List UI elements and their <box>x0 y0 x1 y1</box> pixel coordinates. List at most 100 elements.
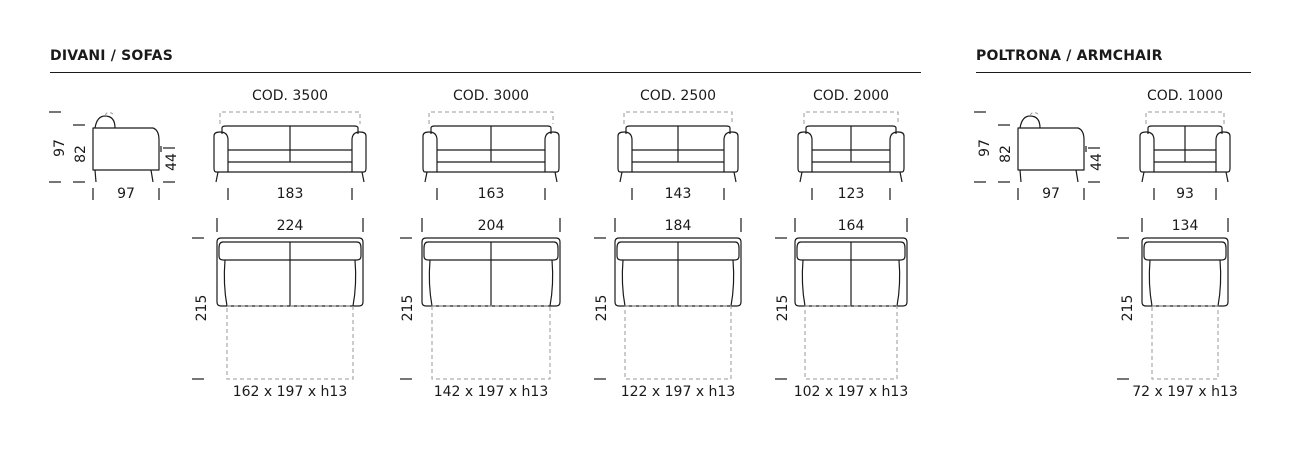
mattress-outline <box>431 305 551 380</box>
mattress-outline <box>226 305 354 380</box>
model-mattress-size: 122 x 197 x h13 <box>620 384 736 400</box>
leg <box>554 171 558 183</box>
right-arm <box>351 131 367 173</box>
left-arm <box>213 131 229 173</box>
leg <box>150 169 154 183</box>
right-arm <box>723 131 739 173</box>
arm-line <box>1217 259 1222 307</box>
plan-view <box>775 218 908 380</box>
arm-line <box>730 259 735 307</box>
headrest-outline <box>104 111 114 117</box>
headrest-outline <box>94 115 116 129</box>
leg <box>899 171 903 183</box>
model-open-width: 184 <box>664 218 692 234</box>
arm-line <box>896 259 901 307</box>
armchair-side-height-back-label: 82 <box>998 145 1014 163</box>
armchair-side-seat-height-label: 44 <box>1089 153 1105 171</box>
leg <box>361 171 365 183</box>
model-front-width: 163 <box>477 186 505 202</box>
right-arm <box>544 131 560 173</box>
front-view <box>617 111 739 200</box>
model-open-depth: 215 <box>194 294 210 322</box>
side-body <box>1017 127 1085 171</box>
side-height-back-label: 82 <box>73 145 89 163</box>
plan-view <box>192 218 364 380</box>
mattress-outline <box>804 305 898 380</box>
cushion-outline <box>1145 111 1225 124</box>
model-open-depth: 215 <box>1120 294 1136 322</box>
leg <box>424 171 428 183</box>
leg <box>1019 169 1022 183</box>
arm-line <box>621 259 626 307</box>
left-arm <box>422 131 438 173</box>
model-open-depth: 215 <box>594 294 610 322</box>
leg <box>619 171 623 183</box>
sofas-section-title: DIVANI / SOFAS <box>50 48 173 64</box>
frame-outline <box>1141 237 1229 307</box>
model-front-width: 93 <box>1176 186 1194 202</box>
cushion-outline <box>428 111 554 124</box>
model-open-width: 164 <box>837 218 865 234</box>
model-mattress-size: 72 x 197 x h13 <box>1132 384 1238 400</box>
headrest-outline <box>1029 111 1039 117</box>
arm-line <box>352 259 357 307</box>
model-code: COD. 2500 <box>639 88 717 104</box>
plan-view <box>400 218 561 380</box>
leg <box>1141 171 1145 183</box>
model-open-width: 134 <box>1171 218 1199 234</box>
side-seat-height-label: 44 <box>164 153 180 171</box>
backrest-outline <box>616 241 740 261</box>
model-code: COD. 2000 <box>812 88 890 104</box>
leg <box>215 171 219 183</box>
model-code: COD. 3500 <box>251 88 329 104</box>
model-code: COD. 1000 <box>1146 88 1224 104</box>
armchair-side-depth-label: 97 <box>1042 186 1060 202</box>
model-mattress-size: 162 x 197 x h13 <box>232 384 348 400</box>
side-view <box>49 111 175 200</box>
front-view <box>213 111 367 200</box>
model-open-width: 224 <box>276 218 304 234</box>
leg <box>1075 169 1079 183</box>
mattress-outline <box>1151 305 1219 380</box>
model-code: COD. 3000 <box>452 88 530 104</box>
headrest-outline <box>1019 115 1041 129</box>
arm-line <box>1148 259 1153 307</box>
side-depth-label: 97 <box>117 186 135 202</box>
backrest-outline <box>423 241 559 261</box>
model-front-width: 123 <box>837 186 865 202</box>
frame-outline <box>421 237 561 307</box>
backrest-outline <box>1143 241 1227 261</box>
model-open-depth: 215 <box>775 294 791 322</box>
front-view <box>797 111 905 200</box>
model-front-width: 143 <box>664 186 692 202</box>
leg <box>94 169 97 183</box>
left-arm <box>617 131 633 173</box>
plan-view <box>594 218 742 380</box>
arm-line <box>223 259 228 307</box>
frame-outline <box>614 237 742 307</box>
leg <box>733 171 737 183</box>
left-arm <box>797 131 813 173</box>
left-arm <box>1139 131 1155 173</box>
arm-line <box>549 259 554 307</box>
armchair-side-height-total-label: 97 <box>977 139 993 157</box>
front-view <box>422 111 560 200</box>
plan-view <box>1117 218 1229 380</box>
right-arm <box>889 131 905 173</box>
model-open-depth: 215 <box>400 294 416 322</box>
frame-outline <box>216 237 364 307</box>
model-mattress-size: 102 x 197 x h13 <box>793 384 909 400</box>
mattress-outline <box>624 305 732 380</box>
right-arm <box>1215 131 1231 173</box>
arm-line <box>428 259 433 307</box>
leg <box>1225 171 1229 183</box>
side-height-total-label: 97 <box>52 139 68 157</box>
cushion-outline <box>623 111 733 124</box>
frame-outline <box>794 237 908 307</box>
side-view <box>974 111 1100 200</box>
leg <box>799 171 803 183</box>
backrest-outline <box>796 241 906 261</box>
model-front-width: 183 <box>276 186 304 202</box>
cushion-outline <box>803 111 899 124</box>
